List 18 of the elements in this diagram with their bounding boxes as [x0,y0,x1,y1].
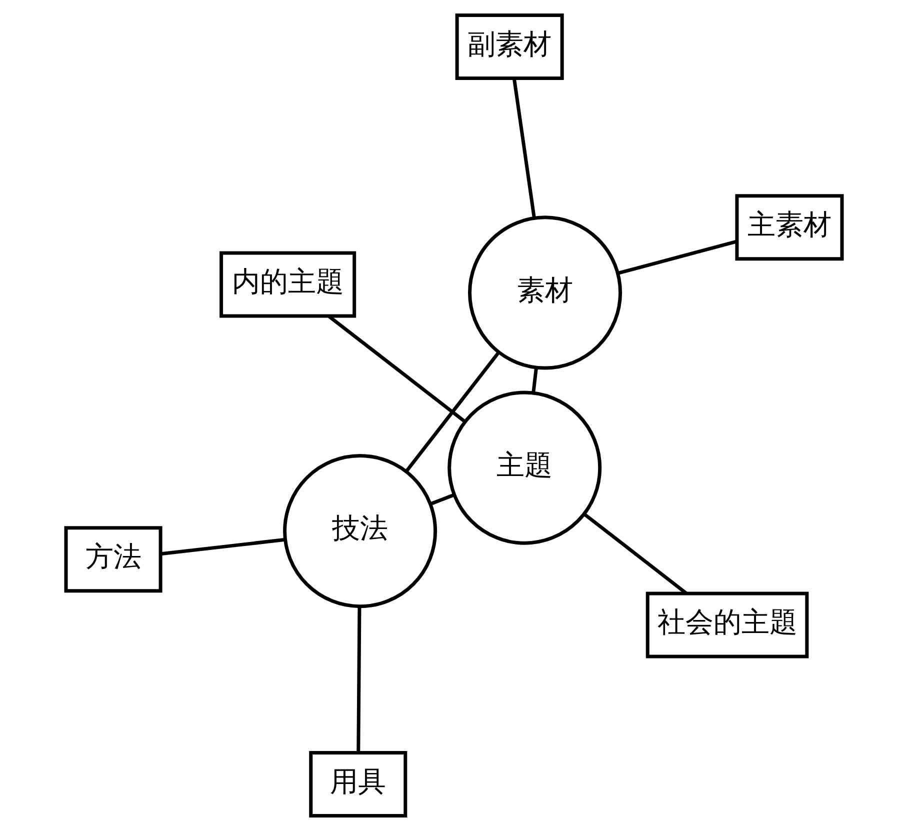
node-box: 社会的主題 [645,592,808,658]
connector [356,606,361,752]
node-box: 副素材 [454,13,564,80]
connector [512,78,536,218]
connector [404,351,500,473]
connector [160,538,285,556]
node-circle: 技法 [282,454,437,608]
connector [326,314,466,423]
connector [531,368,538,394]
node-circle: 主題 [447,390,602,545]
connector [583,513,687,595]
connector [429,493,454,506]
node-box: 用具 [308,751,407,818]
node-box: 方法 [64,526,162,593]
node-circle: 素材 [468,216,622,370]
node-box: 内的主題 [219,251,356,318]
connector [617,240,736,275]
node-box: 主素材 [734,194,844,261]
